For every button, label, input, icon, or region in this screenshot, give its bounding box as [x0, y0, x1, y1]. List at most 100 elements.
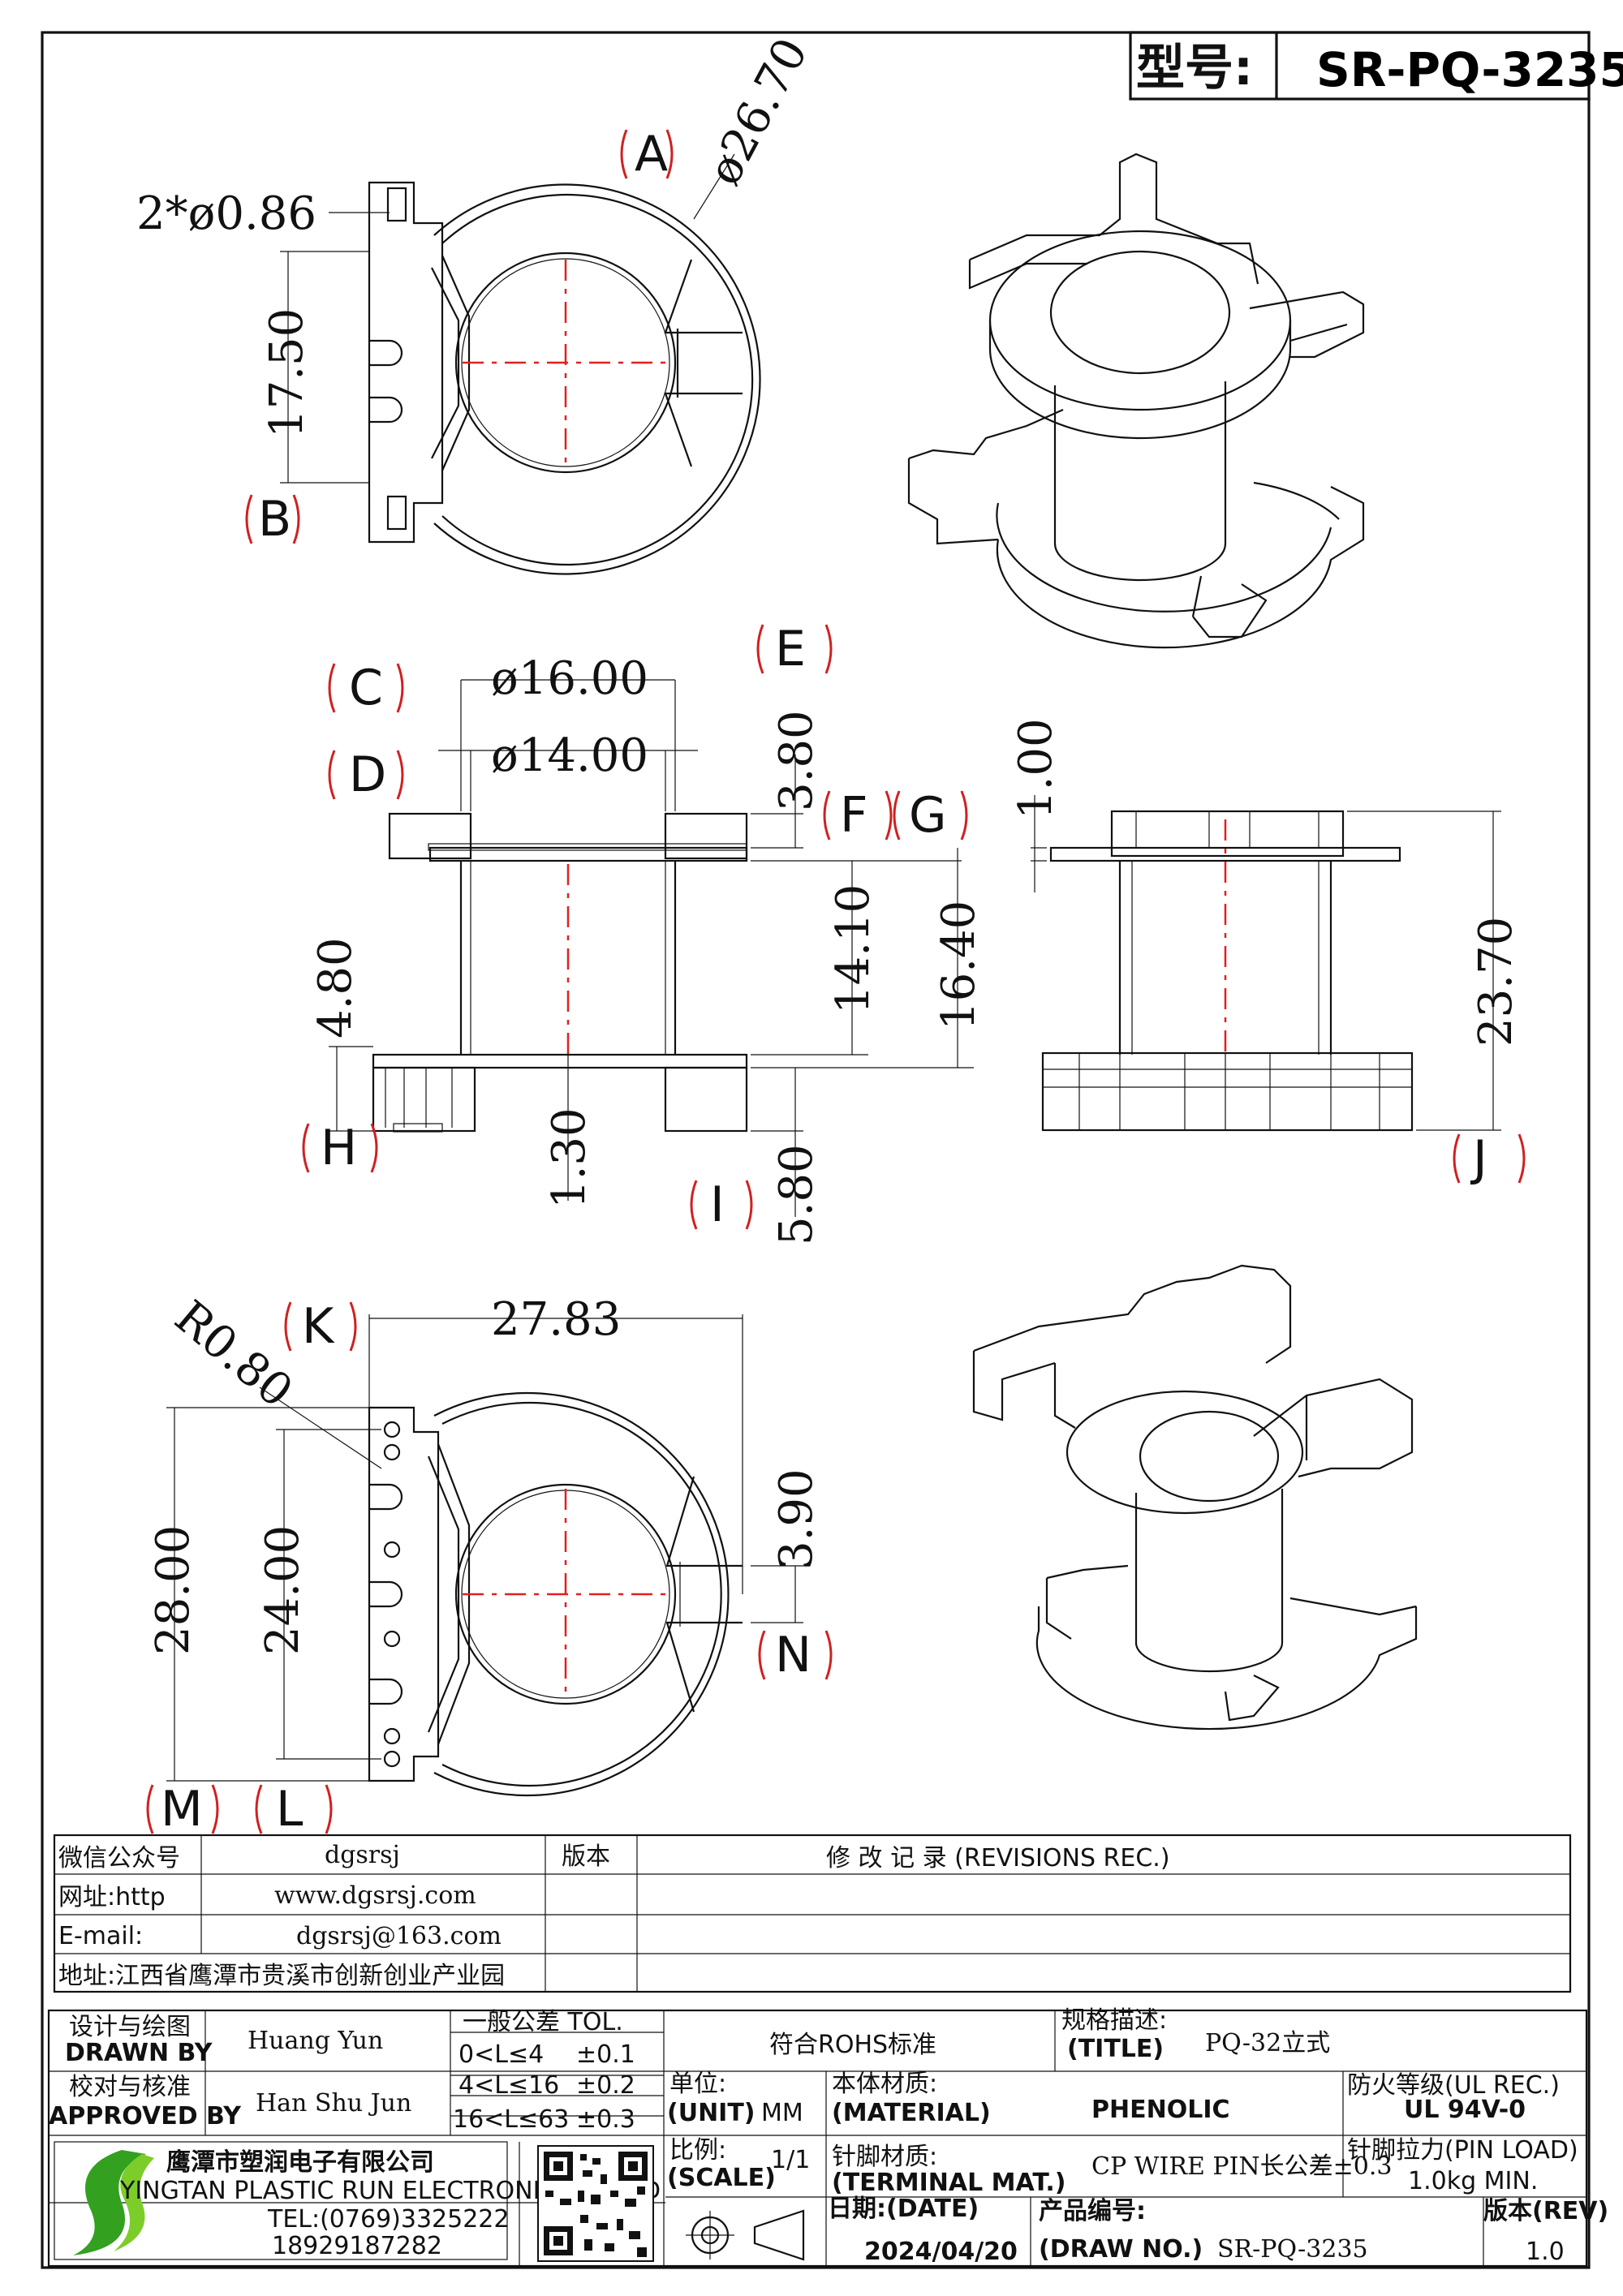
unit-value: MM	[761, 2099, 803, 2127]
label-n: N	[775, 1627, 812, 1683]
dim-1-00: 1.00	[1010, 718, 1062, 819]
wechat-label: 微信公众号	[58, 1844, 180, 1872]
label-d: D	[349, 746, 386, 803]
approved-by-en: APPROVED BY	[49, 2102, 242, 2130]
terminal-value: CP WIRE PIN长公差±0.3	[1091, 2152, 1393, 2181]
info-table: 微信公众号 dgsrsj 网址:http www.dgsrsj.com E-ma…	[53, 1834, 1572, 1993]
iso-view-bottom	[972, 1264, 1418, 1731]
title-cn: 规格描述:	[1061, 2006, 1167, 2035]
label-i: I	[710, 1176, 725, 1233]
tol3-value: ±0.3	[576, 2105, 635, 2134]
pin-load-cn: 针脚拉力(PIN LOAD)	[1347, 2136, 1578, 2165]
dim-3-80: 3.80	[770, 710, 823, 811]
dim-14-10: 14.10	[827, 884, 880, 1014]
front-view: ø16.00 ø14.00 3.80 14.10 16.40 4.80 1.30…	[309, 652, 985, 1245]
date-value: 2024/04/20	[864, 2238, 1018, 2266]
label-e: E	[775, 621, 806, 677]
ul-cn: 防火等级(UL REC.)	[1347, 2071, 1560, 2100]
label-k: K	[302, 1298, 335, 1355]
company-tel: TEL:(0769)3325222	[267, 2205, 509, 2234]
iso-view-top	[907, 153, 1365, 649]
drawno-value: SR-PQ-3235	[1217, 2235, 1368, 2264]
scale-en: (SCALE)	[667, 2164, 776, 2192]
dim-3-90: 3.90	[770, 1468, 823, 1570]
web-label: 网址:http	[58, 1883, 166, 1911]
side-view: 1.00 23.70	[1010, 718, 1522, 1132]
approved-by-cn: 校对与核准	[69, 2073, 191, 2101]
rohs-statement: 符合ROHS标准	[769, 2031, 936, 2059]
company-name-cn: 鹰潭市塑润电子有限公司	[166, 2148, 434, 2177]
ul-value: UL 94V-0	[1404, 2096, 1526, 2124]
label-j: J	[1470, 1130, 1487, 1187]
label-h: H	[321, 1120, 357, 1176]
dim-27-83: 27.83	[491, 1293, 621, 1346]
drawno-cn: 产品编号:	[1039, 2197, 1146, 2225]
tol2-value: ±0.2	[576, 2071, 635, 2100]
terminal-en: (TERMINAL MAT.)	[832, 2169, 1065, 2197]
drawno-en: (DRAW NO.)	[1039, 2235, 1203, 2264]
rev-value: 1.0	[1526, 2238, 1565, 2266]
tol3-range: 16<L≤63	[453, 2105, 569, 2134]
address: 地址:江西省鹰潭市贵溪市创新创业产业园	[58, 1962, 505, 1990]
scale-value: 1/1	[771, 2146, 810, 2174]
top-view: 17.50 2*ø0.86 ø26.70	[136, 30, 818, 575]
model-box: 型号: SR-PQ-3235	[1129, 31, 1623, 101]
label-l: L	[276, 1781, 304, 1838]
bottom-view: 27.83 28.00 24.00 3.90 R0.80	[147, 1291, 823, 1797]
email-label: E-mail:	[58, 1922, 143, 1950]
dim-5-80: 5.80	[770, 1144, 823, 1245]
revisions-header: 修 改 记 录 (REVISIONS REC.)	[826, 1844, 1170, 1872]
model-label: 型号:	[1136, 40, 1253, 97]
drawn-by-cn: 设计与绘图	[69, 2013, 191, 2041]
dim-14-00: ø14.00	[491, 729, 648, 782]
dim-1-30: 1.30	[543, 1107, 596, 1209]
label-c: C	[349, 660, 383, 716]
rev-cn: 版本(REV)	[1483, 2197, 1608, 2225]
unit-cn: 单位:	[669, 2070, 726, 2098]
material-en: (MATERIAL)	[832, 2099, 991, 2127]
dim-16-40: 16.40	[932, 901, 985, 1030]
title-value: PQ-32立式	[1205, 2029, 1330, 2057]
version-header: 版本	[562, 1842, 610, 1871]
projection-symbol	[686, 2209, 805, 2261]
label-f: F	[840, 787, 868, 844]
label-b: B	[258, 491, 291, 548]
date-cn: 日期:(DATE)	[828, 2195, 979, 2223]
scale-cn: 比例:	[669, 2136, 726, 2165]
tol1-value: ±0.1	[576, 2040, 635, 2069]
dim-26-70: ø26.70	[698, 30, 818, 194]
drawn-by-name: Huang Yun	[248, 2027, 383, 2055]
dim-24-00: 24.00	[256, 1525, 309, 1655]
title-en: (TITLE)	[1067, 2035, 1164, 2063]
terminal-cn: 针脚材质:	[832, 2143, 937, 2171]
label-g: G	[909, 787, 947, 844]
qr-code	[537, 2145, 654, 2262]
title-block: 设计与绘图 DRAWN BY Huang Yun 校对与核准 APPROVED …	[47, 2006, 1608, 2268]
material-value: PHENOLIC	[1091, 2096, 1230, 2124]
dim-28-00: 28.00	[147, 1525, 200, 1655]
sheet-border	[41, 31, 1591, 2269]
dim-r0-80: R0.80	[165, 1291, 303, 1418]
material-cn: 本体材质:	[832, 2070, 937, 2098]
approved-by-name: Han Shu Jun	[256, 2089, 411, 2118]
web-value: www.dgsrsj.com	[274, 1881, 476, 1910]
dim-17-50: 17.50	[260, 308, 313, 438]
email-value: dgsrsj@163.com	[296, 1922, 502, 1950]
model-value: SR-PQ-3235	[1316, 42, 1623, 97]
tol1-range: 0<L≤4	[458, 2040, 544, 2069]
pin-load-value: 1.0kg MIN.	[1408, 2167, 1538, 2195]
unit-en: (UNIT)	[667, 2099, 756, 2127]
dim-16-00: ø16.00	[491, 652, 648, 705]
tol-title: 一般公差 TOL.	[463, 2008, 623, 2036]
company-mobile: 18929187282	[272, 2232, 442, 2260]
dim-4-80: 4.80	[309, 937, 362, 1038]
dim-pin-dia: 2*ø0.86	[136, 187, 316, 240]
label-a: A	[635, 126, 668, 183]
label-m: M	[161, 1781, 203, 1838]
wechat-value: dgsrsj	[325, 1841, 400, 1869]
dimension-labels: A B C D E F G H I J K L M N	[146, 126, 1526, 1838]
dim-23-70: 23.70	[1470, 917, 1522, 1047]
tol2-range: 4<L≤16	[458, 2071, 559, 2100]
company-logo	[73, 2150, 154, 2255]
